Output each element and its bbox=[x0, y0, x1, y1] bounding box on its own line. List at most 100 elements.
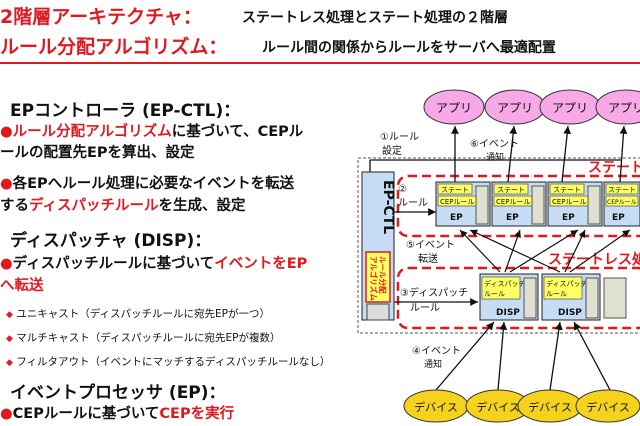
ep-ctl-server-icon bbox=[366, 303, 390, 321]
ep-box: ステート CEPルール EP bbox=[435, 181, 491, 227]
ep-state-tag bbox=[437, 183, 473, 195]
disp-rule-line2: ルール bbox=[546, 290, 567, 298]
ep-state-label: ステート bbox=[553, 186, 581, 194]
step1-line2: 設定 bbox=[382, 144, 402, 157]
ep-ctl-tag-line1: ルール分配 bbox=[378, 256, 388, 294]
event-arrows bbox=[435, 321, 611, 391]
step2-line2: ルール bbox=[398, 198, 428, 209]
ep-ctl-bullet-2-line2: するディスパッチルールを生成、設定 bbox=[0, 196, 245, 216]
disp-name: DISP bbox=[558, 308, 582, 318]
ep-ctl-title: EPコントローラ (EP-CTL)： bbox=[10, 101, 241, 121]
disp-sub-unicast: ◆ ユニキャスト（ディスパッチルールに宛先EPが一つ） bbox=[6, 306, 270, 321]
device-label: デバイス bbox=[476, 400, 520, 414]
step6-line1: ⑥イベント bbox=[470, 138, 519, 150]
algorithm-title: ルール分配アルゴリズム： bbox=[0, 36, 228, 58]
stateful-region bbox=[396, 174, 640, 238]
event-arrow bbox=[497, 321, 508, 391]
disp-box: ディスパッチ ルール DISP bbox=[479, 273, 539, 321]
forward-arrow bbox=[569, 229, 631, 273]
ep-state-label: ステート bbox=[608, 186, 636, 194]
ep-cep-label: CEPルール bbox=[607, 199, 637, 206]
device-label: デバイス bbox=[586, 400, 630, 414]
ep-cep-tag bbox=[605, 195, 639, 207]
ep-bullet-1: ●CEPルールに基づいてCEPを実行 bbox=[0, 404, 234, 424]
disp-rule-line2: ルール bbox=[484, 290, 505, 298]
disp-name: DISP bbox=[496, 308, 520, 318]
event-arrow bbox=[573, 321, 611, 391]
ep-server-icon bbox=[531, 185, 545, 225]
ep-name: EP bbox=[450, 213, 463, 223]
disp-bullet-1-red: イベントをEP bbox=[214, 256, 308, 272]
sub-bullet-icon: ◆ bbox=[6, 310, 13, 320]
ep-box: ステート CEPルール EP bbox=[603, 181, 640, 227]
ep-state-label: ステート bbox=[441, 186, 469, 194]
device-label: デバイス bbox=[528, 400, 572, 414]
ep-cep-label: CEPルール bbox=[496, 198, 531, 206]
app-group: アプリ アプリ アプリ アプリ bbox=[423, 89, 640, 125]
disp-bullet-1-line2: へ転送 bbox=[0, 278, 44, 294]
step3-line2: ルール bbox=[410, 303, 440, 314]
step5-line1: ⑤イベント bbox=[406, 239, 455, 251]
ep-bullet-1-red: CEPを実行 bbox=[159, 406, 235, 422]
ep-ctl-bullet-1-line2: ールの配置先EPを算出、設定 bbox=[0, 145, 195, 161]
disp-bullet-1-pre: ディスパッチルールに基づいて bbox=[12, 256, 215, 272]
ep-state-label: ステート bbox=[497, 186, 525, 194]
bullet-dot-icon: ● bbox=[0, 176, 13, 192]
step4-line1: ④イベント bbox=[412, 345, 461, 357]
notify-arrow bbox=[561, 125, 572, 183]
architecture-title: 2階層アーキテクチャ： bbox=[0, 6, 202, 28]
ep-ctl-bullet-2-line1: 各EPへルール処理に必要なイベントを転送 bbox=[12, 176, 295, 192]
header-line-2: ルール分配アルゴリズム： ルール間の関係からルールをサーバへ最適配置 bbox=[0, 30, 640, 60]
disp-sub-multicast-text: マルチキャスト（ディスパッチルールに宛先EPが複数） bbox=[16, 332, 281, 344]
step4-line2: 通知 bbox=[424, 358, 442, 370]
app-label: アプリ bbox=[608, 101, 640, 115]
ep-ctl-bullet-2-pre: する bbox=[0, 198, 29, 214]
event-arrow bbox=[549, 321, 563, 391]
device-label: デバイス bbox=[414, 400, 458, 414]
app-node bbox=[595, 89, 640, 125]
forward-arrow bbox=[564, 229, 586, 273]
forward-arrow bbox=[469, 229, 561, 273]
disp-rule-line1: ディスパッチ bbox=[484, 279, 526, 288]
ep-name: EP bbox=[612, 213, 625, 223]
ep-box: ステート CEPルール EP bbox=[547, 181, 603, 227]
ep-bullet-1-pre: CEPルールに基づいて bbox=[12, 406, 160, 422]
sub-bullet-icon: ◆ bbox=[6, 334, 13, 344]
disp-server-icon bbox=[603, 277, 627, 319]
forward-arrow bbox=[504, 229, 521, 273]
app-label: アプリ bbox=[552, 101, 588, 115]
forward-arrow bbox=[509, 229, 579, 273]
ep-ctl-bullet-1: ●ルール分配アルゴリズムに基づいて、CEPル bbox=[0, 122, 303, 142]
header-line-1: 2階層アーキテクチャ： ステートレス処理とステート処理の２階層 bbox=[0, 0, 640, 30]
ep-cep-label: CEPルール bbox=[440, 198, 475, 206]
device-node bbox=[575, 389, 640, 423]
ep-ctl-label: EP-CTL bbox=[380, 180, 396, 234]
ep-title: イベントプロセッサ (EP)： bbox=[10, 383, 226, 403]
event-arrow bbox=[435, 321, 495, 391]
device-group: デバイス デバイス デバイス デバイス bbox=[403, 389, 640, 423]
ep-ctl-bullet-1-rest: に基づいて、CEPル bbox=[171, 124, 304, 140]
ep-ctl-bullet-1-red: ルール分配アルゴリズム bbox=[12, 124, 172, 140]
ep-name: EP bbox=[562, 213, 575, 223]
bullet-dot-icon: ● bbox=[0, 124, 13, 140]
disp-server-icon bbox=[585, 277, 599, 319]
disp-sub-unicast-text: ユニキャスト（ディスパッチルールに宛先EPが一つ） bbox=[16, 308, 270, 320]
step1-line1: ①ルール bbox=[380, 132, 419, 143]
step3-line1: ③ディスパッチ bbox=[400, 286, 468, 299]
disp-sub-filterout-text: フィルタアウト（イベントにマッチするディスパッチルールなし） bbox=[16, 356, 331, 368]
stateless-label: ステートレス処 bbox=[548, 251, 640, 268]
architecture-description: ステートレス処理とステート処理の２階層 bbox=[242, 10, 508, 26]
notify-arrow bbox=[507, 125, 518, 183]
ep-server-icon bbox=[587, 185, 601, 225]
header-divider bbox=[0, 62, 640, 64]
disp-server-icon bbox=[523, 277, 537, 319]
disp-rule-tag bbox=[481, 276, 521, 300]
bullet-dot-icon: ● bbox=[0, 256, 13, 272]
disp-rule-line1: ディスパッチ bbox=[546, 279, 588, 288]
sub-bullet-icon: ◆ bbox=[6, 358, 13, 368]
disp-box: ディスパッチ ルール DISP bbox=[541, 273, 601, 321]
ep-ctl-algorithm-tag bbox=[365, 251, 391, 303]
disp-bullet-1: ●ディスパッチルールに基づいてイベントをEP bbox=[0, 254, 307, 274]
ep-boxes: ステート CEPルール EP ステート CEPルール EP ステート CEPルー… bbox=[435, 181, 640, 227]
